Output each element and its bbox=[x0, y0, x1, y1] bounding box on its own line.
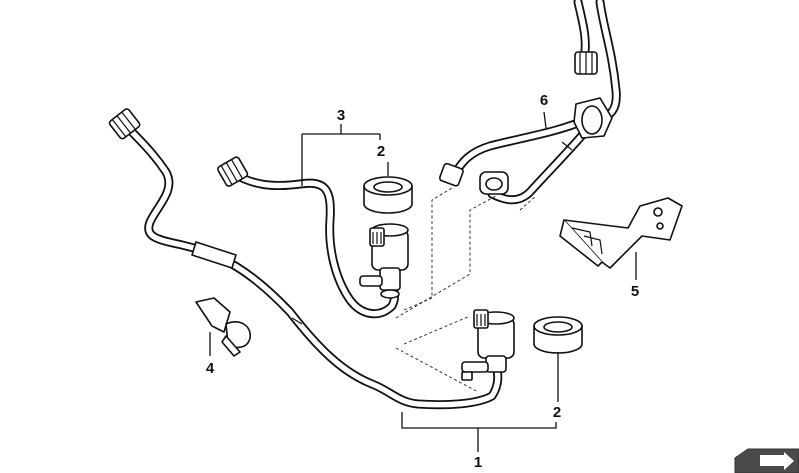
callout-4: 4 bbox=[206, 360, 215, 377]
hose-assembly-3 bbox=[217, 156, 400, 319]
leader-lines bbox=[209, 111, 637, 452]
hose-assembly-6 bbox=[438, 0, 621, 205]
callout-5: 5 bbox=[631, 283, 639, 300]
valve-lower bbox=[461, 309, 515, 381]
sealing-ring-lower bbox=[533, 316, 583, 354]
bracket-5 bbox=[559, 197, 683, 269]
callout-2-lower: 2 bbox=[553, 404, 561, 421]
arrow-badge-icon bbox=[734, 448, 799, 473]
callout-2-upper: 2 bbox=[377, 143, 385, 160]
hose-assembly-1 bbox=[108, 108, 503, 410]
callout-3: 3 bbox=[337, 107, 345, 124]
callout-6: 6 bbox=[540, 92, 548, 109]
hose-clip-4 bbox=[195, 297, 251, 357]
assembly-guides bbox=[395, 187, 537, 393]
sealing-ring-upper bbox=[363, 176, 413, 214]
valve-upper bbox=[359, 223, 409, 299]
callout-1: 1 bbox=[474, 454, 482, 471]
